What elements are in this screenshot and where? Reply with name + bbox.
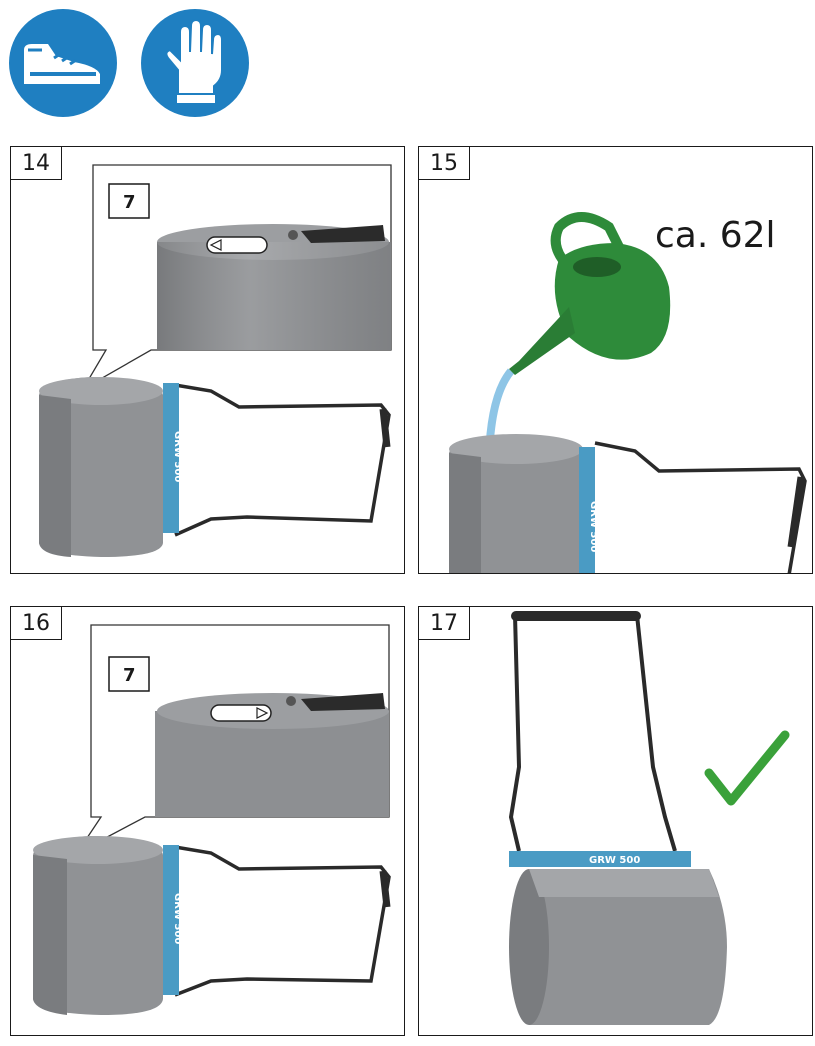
part-label: 7 [123, 192, 136, 213]
check-mark-icon [704, 730, 790, 806]
brand-label: GRW 500 [172, 893, 183, 944]
step-number: 15 [419, 147, 470, 180]
step-panel-17: 17 GRW 500 [418, 606, 813, 1036]
safety-shoe-icon [9, 9, 117, 117]
step-panel-16: 16 7 GRW 500 [10, 606, 405, 1036]
step-panel-15: 15 ca. 62l GRW 500 [418, 146, 813, 574]
roller-illustration: 7 GRW 500 [39, 164, 392, 557]
roller-illustration: 7 GRW 500 [33, 624, 391, 1015]
brand-label: GRW 500 [589, 855, 640, 866]
brand-label: GRW 500 [172, 431, 183, 482]
step-number: 14 [11, 147, 62, 180]
step-number: 17 [419, 607, 470, 640]
water-quantity-label: ca. 62l [655, 215, 776, 256]
step-panel-14: 14 7 GRW 500 [10, 146, 405, 574]
roller-illustration: GRW 500 [449, 212, 807, 573]
roller-illustration: GRW 500 [508, 611, 790, 1025]
brand-label: GRW 500 [588, 501, 599, 552]
step-number: 16 [11, 607, 62, 640]
part-label: 7 [123, 665, 136, 686]
safety-glove-icon [141, 9, 249, 117]
